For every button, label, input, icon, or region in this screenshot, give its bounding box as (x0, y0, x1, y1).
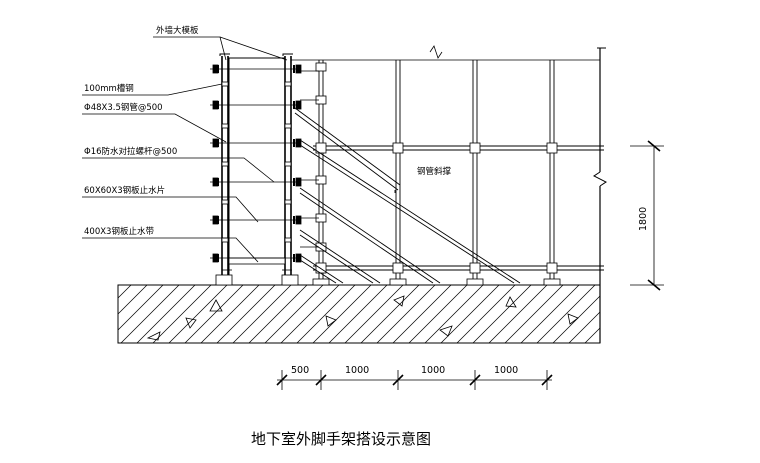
short-wall-ties (300, 70, 319, 248)
diagram-caption: 地下室外脚手架搭设示意图 (251, 430, 431, 448)
label-formwork: 外墙大模板 (156, 25, 199, 36)
dim-1000-b: 1000 (421, 365, 445, 376)
dim-500: 500 (291, 365, 309, 376)
ground-slab (117, 272, 601, 344)
dim-1000-c: 1000 (494, 365, 518, 376)
leader-lines (82, 36, 288, 263)
scaffold-frame (291, 59, 604, 286)
bolt (210, 177, 302, 187)
ledger-clamps (315, 62, 558, 274)
label-bolt: Φ16防水对拉螺杆@500 (84, 146, 177, 157)
label-pipe: Φ48X3.5钢管@500 (84, 102, 163, 113)
basement-wall (215, 53, 299, 286)
bolt (210, 253, 302, 263)
label-channel: 100mm槽钢 (84, 83, 134, 94)
label-plate: 60X60X3钢板止水片 (84, 185, 165, 196)
diagonal-braces (294, 107, 521, 284)
horizontal-dimension (276, 370, 553, 390)
base-plates (312, 278, 561, 286)
bolt (210, 215, 302, 225)
bolt (210, 138, 302, 148)
bolt (210, 64, 302, 74)
tie-bolts (210, 64, 302, 263)
dim-1000-a: 1000 (345, 365, 369, 376)
label-brace: 钢管斜撑 (417, 166, 452, 177)
channel-clips (221, 81, 292, 243)
vertical-dimension (630, 140, 664, 291)
label-waterstop: 400X3钢板止水带 (84, 226, 154, 237)
right-boundary (429, 45, 607, 285)
labels: 外墙大模板 100mm槽钢 Φ48X3.5钢管@500 Φ16防水对拉螺杆@50… (84, 25, 452, 237)
bolt (210, 100, 302, 110)
dim-vertical-1800: 1800 (638, 207, 649, 231)
